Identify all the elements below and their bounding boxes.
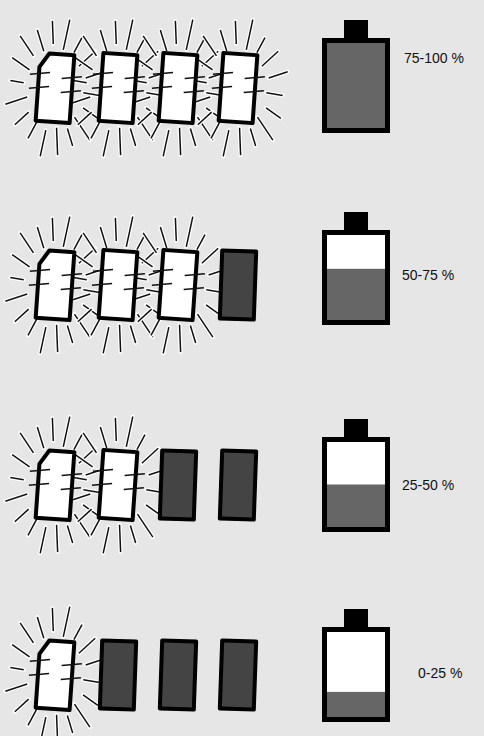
led-lit [150,52,207,123]
battery-icon [322,419,390,532]
glow-rays [128,217,227,354]
battery-fill [326,692,386,718]
led-off [100,640,136,709]
percentage-label: 25-50 % [402,477,454,493]
led-off [220,640,256,709]
led-lit [27,639,84,710]
led-off [160,450,196,519]
battery-icon [322,212,390,325]
led-lit [150,249,207,320]
battery-fill [326,485,386,529]
indicator-row [5,607,390,736]
glow-rays [188,20,287,157]
percentage-label: 0-25 % [418,665,462,681]
led-lit [90,249,147,320]
led-off [220,250,256,319]
led-off [160,640,196,709]
led-lit [27,249,84,320]
battery-fill [326,42,386,129]
battery-icon [322,609,390,722]
glow-rays [5,20,104,157]
percentage-label: 50-75 % [402,267,454,283]
glow-rays [68,417,167,554]
led-lit [90,52,147,123]
indicator-row [5,417,390,554]
led-off [220,450,256,519]
led-lit [90,449,147,520]
indicator-row [5,20,390,157]
indicator-row [5,212,390,353]
glow-rays [5,417,104,554]
glow-rays [5,217,104,354]
percentage-label: 75-100 % [404,50,464,66]
led-lit [210,52,267,123]
led-lit [27,449,84,520]
battery-icon [322,20,390,133]
led-lit [27,52,84,123]
battery-fill [326,269,386,321]
glow-rays [5,607,104,736]
